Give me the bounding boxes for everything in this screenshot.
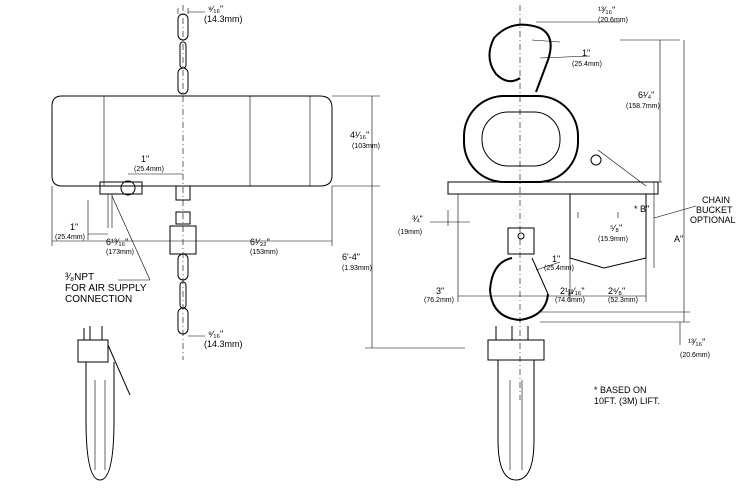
overall-height-mm: (1.93mm) [342, 265, 372, 272]
dim-right-in: 2⁶⁄₈" [608, 286, 625, 296]
left-offset-in: 1" [70, 222, 78, 232]
height-in: 4¹⁄₁₆" [350, 130, 369, 140]
left-step-in: ¾" [412, 214, 423, 224]
top-hook-in: ¹³⁄₁₆" [598, 5, 615, 15]
chain-bucket-line3: OPTIONAL [690, 215, 736, 225]
hook-height-mm: (158.7mm) [626, 103, 660, 110]
hook-gap-mm: (25.4mm) [572, 61, 602, 68]
bucket-in: ⁵⁄₈" [610, 223, 622, 233]
lower-chain [177, 253, 189, 335]
inlet-offset-mm: (25.4mm) [134, 166, 164, 173]
hook-height-in: 6¹⁄₄" [638, 90, 654, 100]
air-inlet [99, 180, 143, 228]
b-label: * B" [634, 204, 649, 214]
note-line2: 10FT. (3M) LIFT. [594, 396, 660, 406]
lower-hook-mm: (25.4mm) [544, 265, 574, 272]
a-label: A" [674, 234, 683, 244]
chain-bucket-line2: BUCKET [696, 205, 733, 215]
dim-mid-in: 2¹µ⁄₁₆" [560, 286, 585, 296]
inlet-offset-in: 1" [141, 154, 149, 164]
lower-hook-in: 1" [552, 254, 560, 264]
frame-bar [447, 181, 659, 195]
small-side-sketch [77, 326, 131, 481]
top-chain-mm: (14.3mm) [204, 14, 243, 24]
note-line1: * BASED ON [594, 385, 647, 395]
body-housing [463, 95, 579, 183]
hoist-body [51, 95, 333, 187]
npt-line3: CONNECTION [65, 294, 132, 305]
hook-gap-in: 1" [582, 48, 590, 58]
npt-line1: ³⁄₈NPT [65, 272, 94, 283]
bottom-hook-in: ¹³⁄₁₆" [688, 337, 705, 347]
width-left-in: 6¹³⁄₁₆" [106, 237, 128, 247]
top-hook-mm: (20.6mm) [598, 17, 628, 24]
chain-bucket [569, 193, 647, 269]
chain-bucket-line1: CHAIN [702, 195, 730, 205]
lower-block [507, 227, 535, 255]
top-chain-frac: ⁹⁄₁₆" [208, 4, 223, 14]
width-right-in: 6¹⁄₃₂" [250, 237, 270, 247]
overall-height-in: 6'-4" [342, 252, 360, 262]
top-hook [488, 23, 541, 83]
width-left-mm: (173mm) [106, 249, 134, 256]
left-offset-mm: (25.4mm) [55, 234, 85, 241]
dim-left-in: 3" [436, 286, 444, 296]
bottom-assembly [487, 339, 545, 361]
width-right-mm: (153mm) [250, 249, 278, 256]
upper-chain [177, 13, 189, 95]
npt-line2: FOR AIR SUPPLY [65, 283, 147, 294]
lower-hook [488, 257, 549, 322]
left-step-mm: (19mm) [398, 229, 422, 236]
dim-right-mm: (52.3mm) [608, 297, 638, 304]
front-view: ¹³⁄₁₆" (20.6mm) 1" (25.4mm) 6¹⁄₄" (158.7… [398, 5, 736, 481]
dim-mid-mm: (74.6mm) [555, 297, 585, 304]
bucket-mm: (15.9mm) [598, 236, 628, 243]
bottom-chain-mm: (14.3mm) [204, 339, 243, 349]
dim-left-mm: (76.2mm) [424, 297, 454, 304]
bottom-chain-frac: ⁹⁄₁₆" [208, 329, 223, 339]
bottom-hook-mm: (20.6mm) [680, 352, 710, 359]
height-mm: (103mm) [352, 143, 380, 150]
side-view: ⁹⁄₁₆" (14.3mm) 4¹⁄₁₆" (103mm) 1" (25.4mm… [51, 4, 465, 360]
